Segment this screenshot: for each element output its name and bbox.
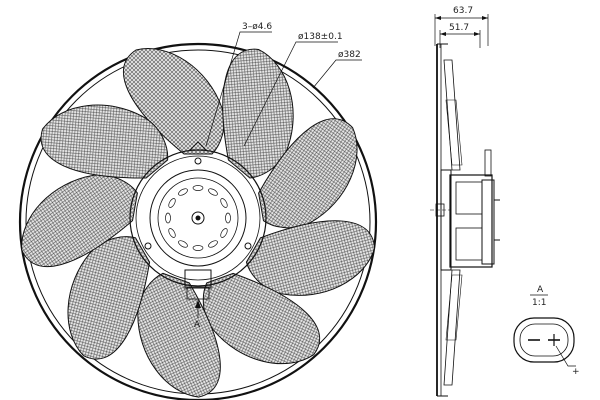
side-view: 63.7 51.7 (430, 6, 500, 397)
blade-depth-dim: 51.7 (449, 23, 469, 33)
vent-hole (178, 240, 188, 248)
hub (129, 141, 267, 300)
vent-hole (168, 228, 176, 238)
callout-leaders (195, 31, 362, 318)
mount-hole-icon (144, 242, 152, 250)
detail-scale: 1:1 (532, 298, 546, 308)
vent-hole (220, 228, 228, 238)
fan-blade (245, 220, 375, 296)
fan-blade (258, 118, 358, 229)
motor-vent-holes (165, 185, 231, 251)
section-marker: A (194, 320, 201, 330)
vent-hole (225, 212, 231, 224)
mount-hole-icon (194, 157, 202, 165)
vent-hole (168, 198, 176, 208)
fan-blade (137, 272, 221, 398)
detail-title: A (537, 285, 544, 295)
fan-blade (122, 48, 225, 155)
mount-circle-callout: ø138±0.1 (298, 32, 343, 42)
connector-outline (513, 317, 575, 363)
shaft-icon (191, 211, 205, 225)
fan-blade (40, 104, 169, 179)
vent-hole (220, 198, 228, 208)
vent-hole (208, 240, 218, 248)
mount-hole-icon (244, 242, 252, 250)
overall-depth-dim: 63.7 (453, 6, 473, 16)
front-view: 3–ø4.6 ø138±0.1 ø382 A (18, 22, 378, 400)
motor-body (430, 149, 500, 271)
vent-hole (165, 212, 171, 224)
vent-hole (192, 185, 204, 191)
holes-callout: 3–ø4.6 (242, 22, 272, 32)
fan-blade (67, 236, 151, 360)
vent-hole (208, 188, 218, 196)
outer-diameter-callout: ø382 (338, 50, 361, 60)
connector-housing (184, 269, 212, 289)
outer-ring (18, 42, 378, 400)
vent-hole (178, 188, 188, 196)
fan-blade (21, 174, 138, 268)
fan-blade (202, 272, 320, 365)
polarity-plus: + (572, 367, 580, 377)
fan-blades (21, 48, 375, 398)
vent-hole (192, 245, 204, 251)
connector-detail: A 1:1 + (513, 285, 580, 377)
